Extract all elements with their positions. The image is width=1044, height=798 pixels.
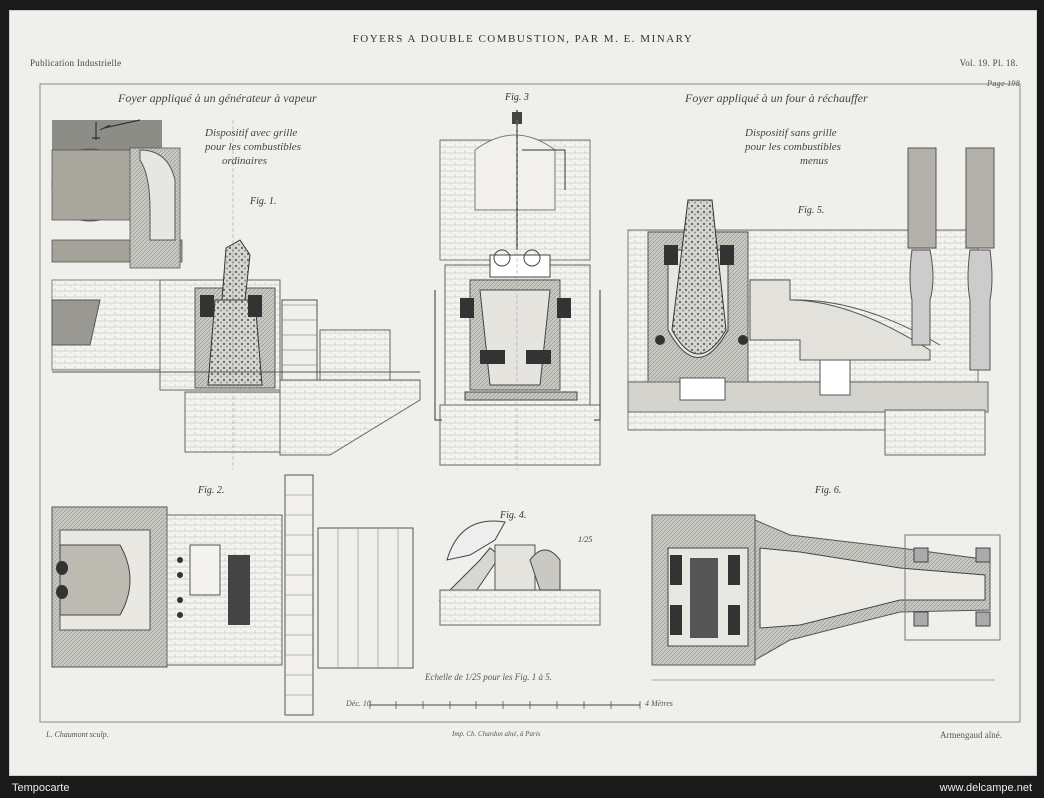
scale-bar [369,701,641,709]
left-sub-caption-1: Dispositif avec grille [205,127,298,139]
right-sub-caption-3: menus [800,155,829,167]
fig6-label: Fig. 6. [815,485,842,496]
fig5-reheating-furnace [627,147,995,456]
left-main-caption: Foyer appliqué à un générateur à vapeur [118,91,317,105]
fig6-plan [651,514,1001,681]
volume-label: Vol. 19. Pl. 18. [959,58,1018,68]
fig1-boiler-furnace [51,119,421,470]
left-sub-caption-2: pour les combustibles [205,141,301,153]
drawing-frame [39,83,1021,723]
fig5-label: Fig. 5. [798,205,825,216]
fig1-label: Fig. 1. [250,196,277,207]
fig2-label: Fig. 2. [198,485,225,496]
right-sub-caption-2: pour les combustibles [745,141,841,153]
fig4-scale-label: 1/25 [578,535,593,544]
watermark-right: www.delcampe.net [939,782,1032,794]
fig2-plan [51,474,414,716]
engraver-credit: L. Chaumont sculp. [46,730,109,739]
right-main-caption: Foyer appliqué à un four à réchauffer [685,91,868,105]
fig4-detail [438,520,601,626]
left-sub-caption-3: ordinaires [222,155,268,167]
scale-right-mark: 4 Mètres [645,699,673,708]
watermark-left: Tempocarte [12,782,70,794]
scale-left-mark: Déc. 10 [346,699,371,708]
publication-label: Publication Industrielle [30,58,122,68]
plate-title: FOYERS A DOUBLE COMBUSTION, PAR M. E. MI… [352,33,694,45]
fig3-label: Fig. 3 [505,92,529,103]
printer-credit: Imp. Ch. Chardon aîné, à Paris [452,730,541,738]
scale-caption: Echelle de 1/25 pour les Fig. 1 à 5. [425,672,552,682]
publisher-credit: Armengaud aîné. [940,730,1002,740]
fig3-furnace-section [434,110,601,470]
right-sub-caption-1: Dispositif sans grille [745,127,837,139]
fig4-label: Fig. 4. [500,510,527,521]
